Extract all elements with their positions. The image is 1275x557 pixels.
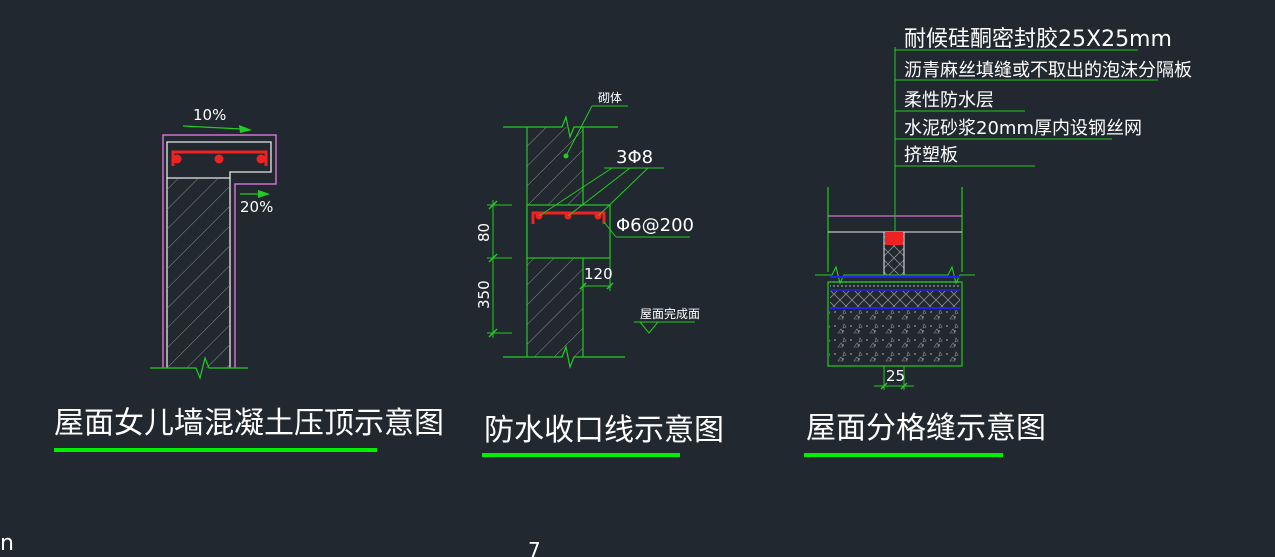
layer-label-filler: 沥青麻丝填缝或不取出的泡沫分隔板: [904, 60, 1192, 81]
roof-joint-drawing: 25 耐候硅酮密封胶25X25mm 沥青麻丝填缝或不取出的泡沫分隔板 柔性防水层…: [815, 27, 1192, 390]
dim-beam-label: 80: [475, 223, 493, 242]
coping-rebar: [171, 150, 268, 166]
edge-mark-left: n: [0, 531, 14, 556]
stirrup-leader: [603, 221, 690, 238]
parapet-break-line: [150, 356, 248, 380]
masonry-label: 砌体: [598, 91, 622, 105]
dim-lower-label: 350: [475, 280, 493, 309]
edge-dimension-offset: [579, 258, 614, 291]
top-rebar-leader: [538, 167, 664, 217]
parapet-wall-hatch: [167, 179, 230, 368]
slope-label-bottom: 20%: [240, 198, 273, 216]
waterproof-edge-drawing: 80 350 120 砌体 3Φ8 Φ6@200: [475, 91, 700, 370]
edge-mark-bottom: 7: [528, 538, 541, 557]
finish-level-symbol: [634, 321, 695, 334]
stirrup-label: Φ6@200: [616, 215, 694, 236]
joint-dim-label: 25: [886, 367, 905, 385]
parapet-title: 屋面女儿墙混凝土压顶示意图: [54, 406, 444, 441]
joint-title: 屋面分格缝示意图: [806, 411, 1046, 446]
dim-offset-label: 120: [584, 265, 613, 283]
edge-title: 防水收口线示意图: [484, 413, 724, 448]
joint-sealant: [885, 232, 903, 245]
parapet-outer-outline: [162, 134, 277, 368]
masonry-leader: [563, 105, 628, 159]
slope-label-top: 10%: [193, 106, 226, 124]
edge-title-underline: [482, 453, 680, 457]
layer-label-mortar: 水泥砂浆20mm厚内设钢丝网: [904, 118, 1142, 139]
joint-concrete-base: [827, 281, 963, 367]
joint-dimension: [874, 366, 914, 390]
joint-title-underline: [804, 453, 1003, 457]
layer-label-sealant: 耐候硅酮密封胶25X25mm: [904, 27, 1172, 52]
finish-label: 屋面完成面: [640, 306, 700, 321]
parapet-drawing: 10% 20%: [150, 106, 277, 380]
layer-label-waterproof: 柔性防水层: [904, 90, 994, 111]
slope-arrow-bottom: [240, 190, 270, 198]
slope-arrow-top: [182, 125, 252, 133]
layer-label-xps: 挤塑板: [904, 145, 958, 166]
edge-dimension-vertical: [487, 200, 512, 338]
parapet-title-underline: [54, 448, 377, 452]
top-rebar-label: 3Φ8: [616, 147, 653, 168]
